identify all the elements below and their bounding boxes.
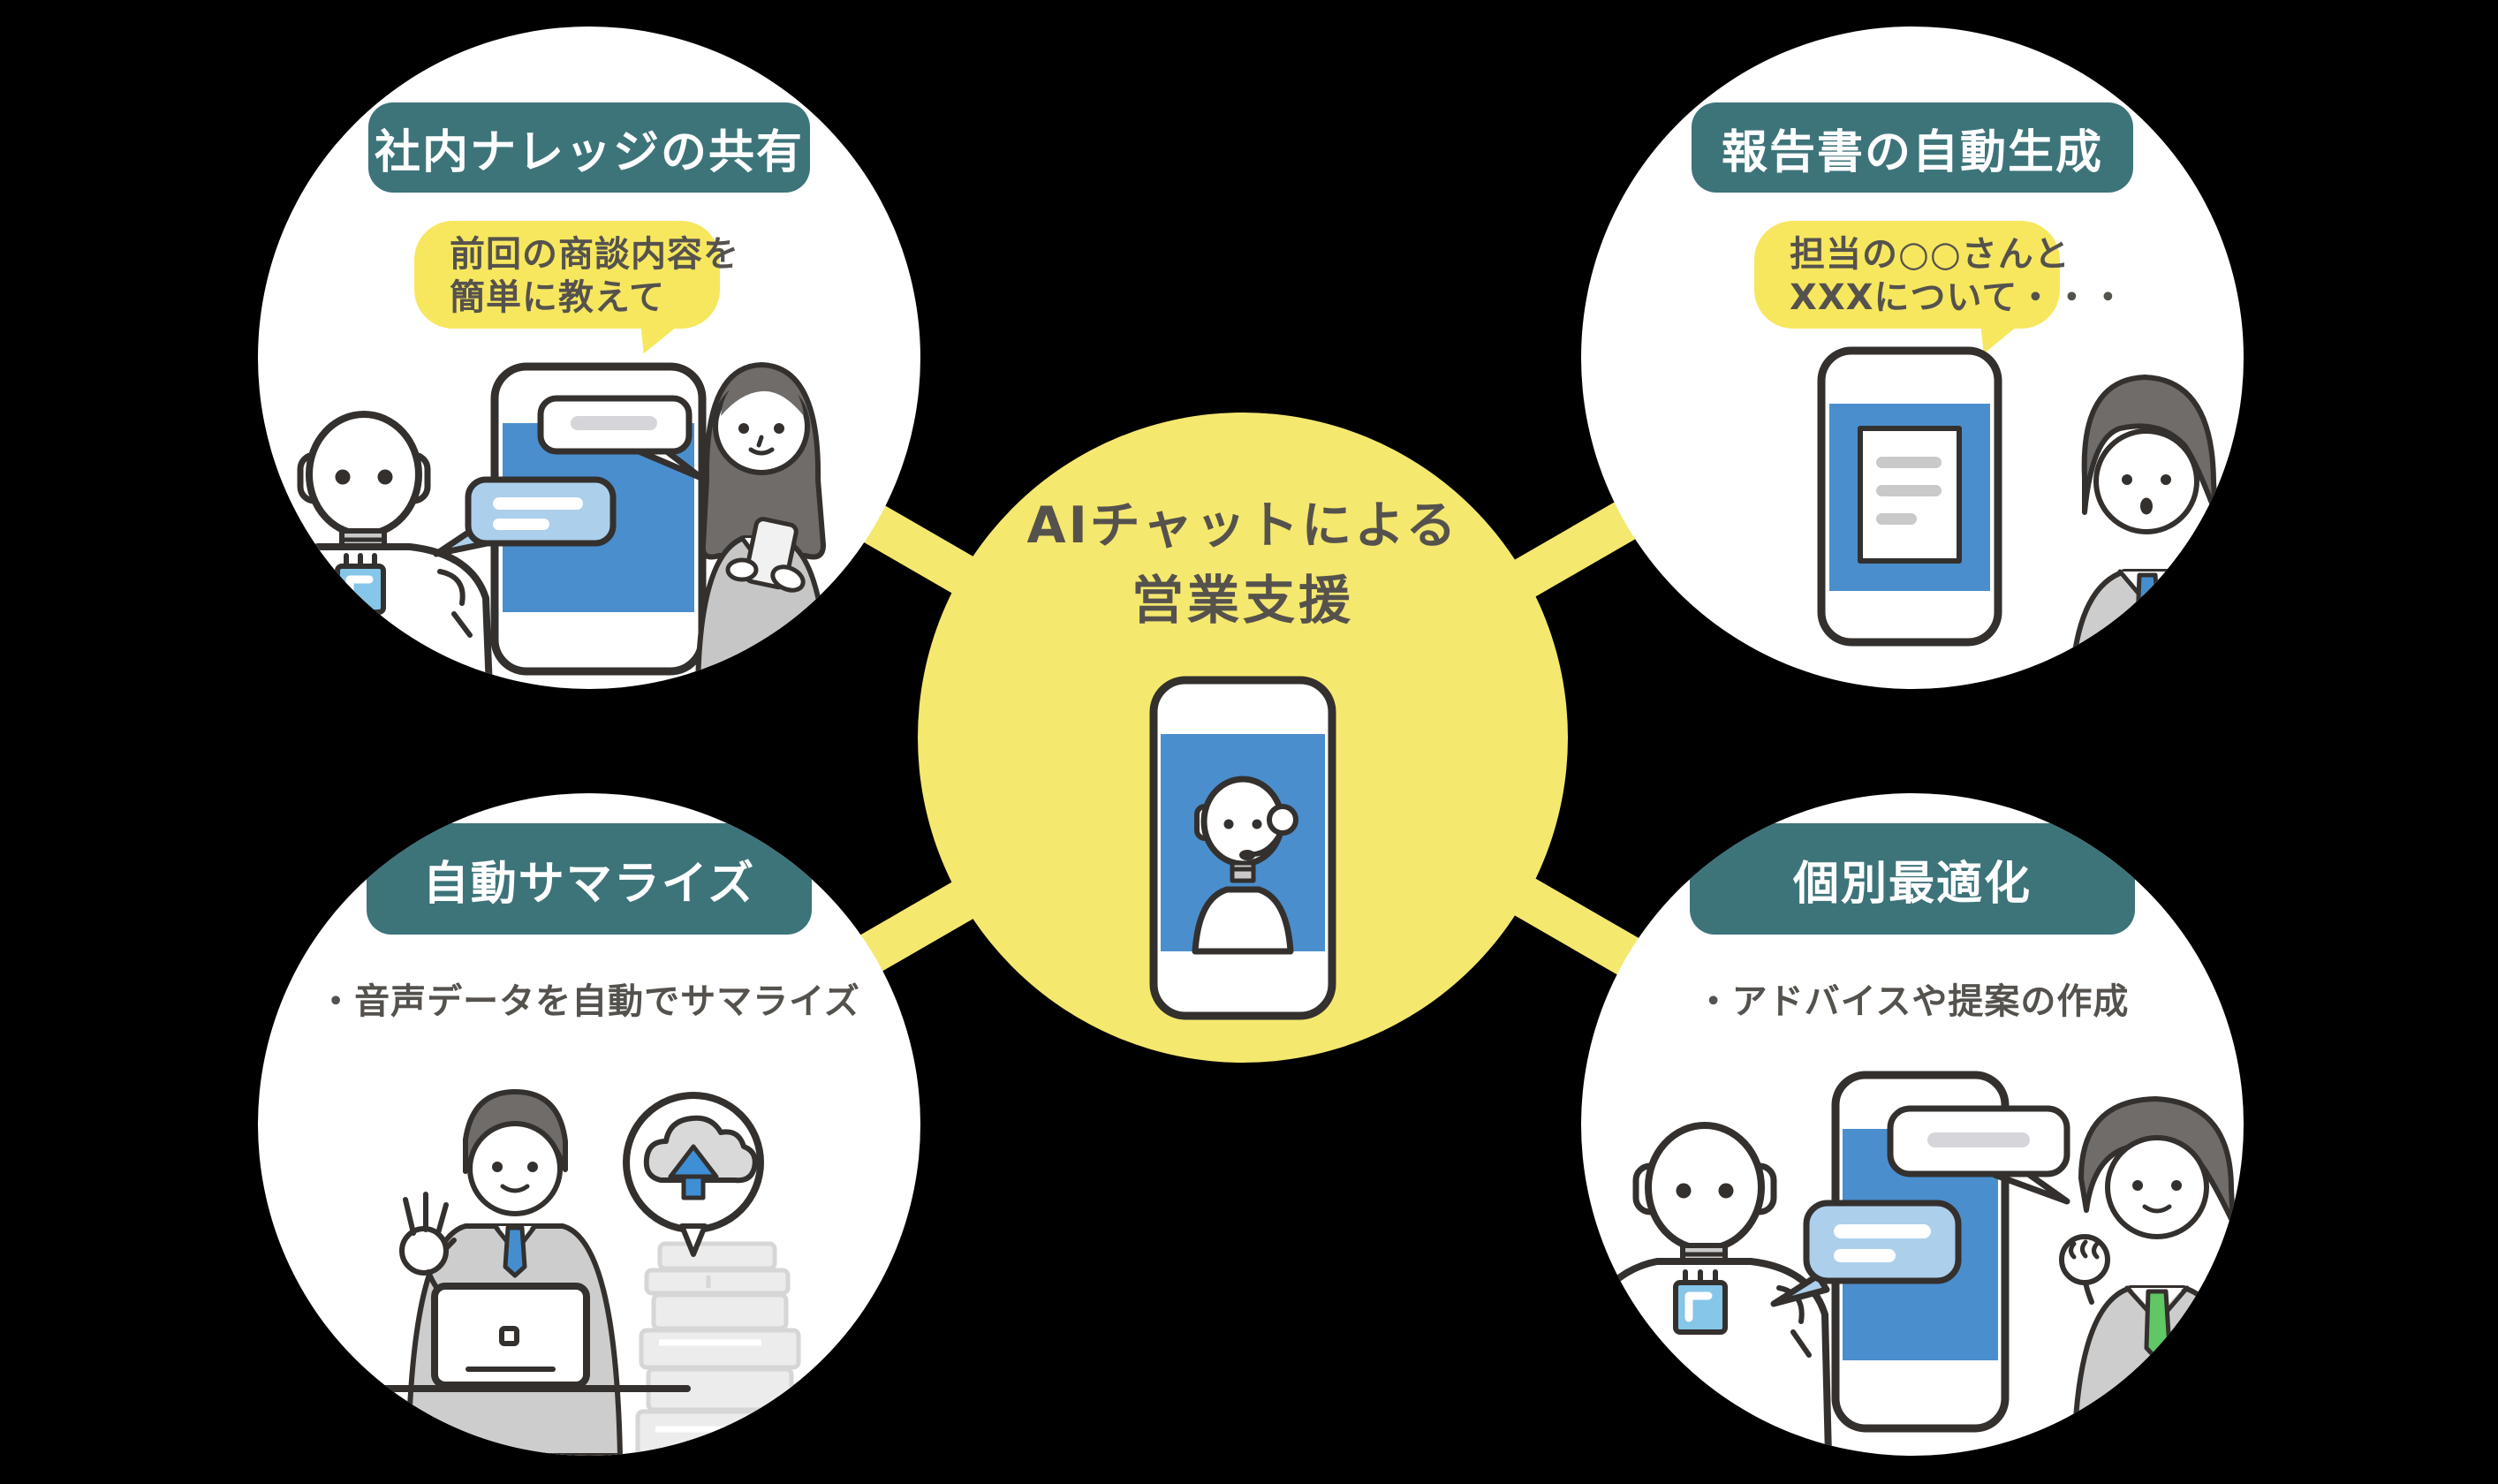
ai-operator-face	[1192, 776, 1298, 955]
hub-ai-chat-sales-support: AIチャットによる 営業支援	[918, 413, 1568, 1063]
feature-note: ・音声データを自動でサマライズ	[318, 981, 860, 1022]
document-stack-icon	[635, 1241, 808, 1456]
chat-bubble-line: 担当の○○さんと	[1790, 234, 2070, 275]
auto-summarize-illustration	[344, 1089, 808, 1456]
businessman-laptop-icon	[344, 1089, 691, 1456]
chat-bubble: 前回の商談内容を 簡単に教えて	[414, 221, 739, 329]
node-personalization: 個別最適化 ・アドバイスや提案の作成	[1581, 793, 2244, 1456]
node-label: 社内ナレッジの共有	[374, 125, 804, 179]
node-auto-summarize: 自動サマライズ ・音声データを自動でサマライズ	[258, 793, 920, 1456]
chat-bubble-line: 簡単に教えて	[450, 276, 665, 318]
node-report-generation: 報告書の自動生成 担当の○○さんと XXXについて・・・	[1581, 26, 2244, 689]
chat-bubble: 担当の○○さんと XXXについて・・・	[1754, 221, 2127, 329]
robot-icon	[1590, 1122, 1832, 1456]
report-generation-illustration	[1817, 346, 2235, 689]
businesswoman-phone-icon	[695, 362, 829, 689]
knowledge-sharing-illustration	[267, 362, 829, 689]
cloud-upload-icon	[623, 1092, 764, 1257]
node-knowledge-sharing: 社内ナレッジの共有 前回の商談内容を 簡単に教えて	[258, 26, 920, 689]
businessman-fist-icon	[2059, 1096, 2235, 1456]
smartphone-chat-icon	[433, 362, 707, 676]
personalization-illustration	[1590, 1071, 2235, 1456]
hub-title-line1: AIチャットによる	[1026, 496, 1459, 555]
hub-title-line2: 営業支援	[1131, 570, 1354, 631]
node-label-badge: 社内ナレッジの共有	[368, 102, 810, 193]
ai-operator-phone-icon	[1149, 676, 1336, 1020]
smartphone-document-icon	[1817, 346, 2002, 647]
node-label-badge: 自動サマライズ	[367, 823, 812, 935]
smartphone-chat-icon	[1770, 1071, 2070, 1433]
node-label: 個別最適化	[1792, 857, 2032, 911]
robot-icon	[267, 411, 493, 689]
businessman-phone-icon	[2069, 375, 2235, 689]
chat-bubble-line: 前回の商談内容を	[450, 234, 739, 275]
hub-title: AIチャットによる 営業支援	[918, 496, 1568, 631]
node-label-badge: 個別最適化	[1690, 823, 2135, 935]
node-label: 報告書の自動生成	[1721, 125, 2103, 179]
node-label-badge: 報告書の自動生成	[1692, 102, 2133, 193]
chat-bubble-line: XXXについて・・・	[1790, 276, 2127, 318]
node-label: 自動サマライズ	[422, 857, 756, 911]
feature-note: ・アドバイスや提案の作成	[1695, 981, 2130, 1022]
